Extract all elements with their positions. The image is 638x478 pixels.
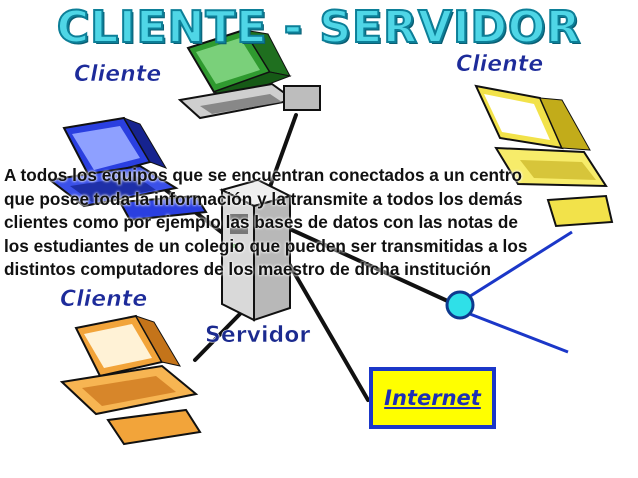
client-computer-yellow-icon bbox=[474, 84, 614, 228]
description-line: los estudiantes de un colegio que pueden… bbox=[4, 235, 528, 256]
description-line: que posee toda la información y la trans… bbox=[4, 188, 523, 209]
description-line: distintos computadores de los maestro de… bbox=[4, 259, 492, 279]
connection-line-internet bbox=[286, 260, 370, 402]
description-line: A todos los equipos que se encuentran co… bbox=[4, 165, 522, 185]
client-label-top-right: Cliente bbox=[456, 52, 544, 78]
client-computer-blue-icon bbox=[47, 116, 208, 222]
internet-node: Internet bbox=[369, 367, 496, 429]
network-hub-icon bbox=[445, 290, 475, 320]
connection-line-hub-down bbox=[469, 312, 569, 354]
client-computer-green-icon bbox=[177, 28, 321, 120]
client-label-top-left: Cliente bbox=[74, 62, 162, 88]
client-label-left: Cliente bbox=[60, 287, 148, 313]
page-title: CLIENTE - SERVIDOR bbox=[56, 1, 582, 54]
description-text: A todos los equipos que se encuentran co… bbox=[4, 164, 604, 282]
server-tower-icon bbox=[219, 178, 293, 322]
connection-line-hub-server bbox=[290, 228, 454, 305]
description-line: clientes como por ejemplo las bases de d… bbox=[4, 212, 518, 232]
connection-line-hub-yellow-client bbox=[463, 230, 573, 302]
client-computer-orange-icon bbox=[59, 314, 202, 446]
internet-label: Internet bbox=[384, 386, 481, 410]
server-label: Servidor bbox=[205, 323, 311, 349]
